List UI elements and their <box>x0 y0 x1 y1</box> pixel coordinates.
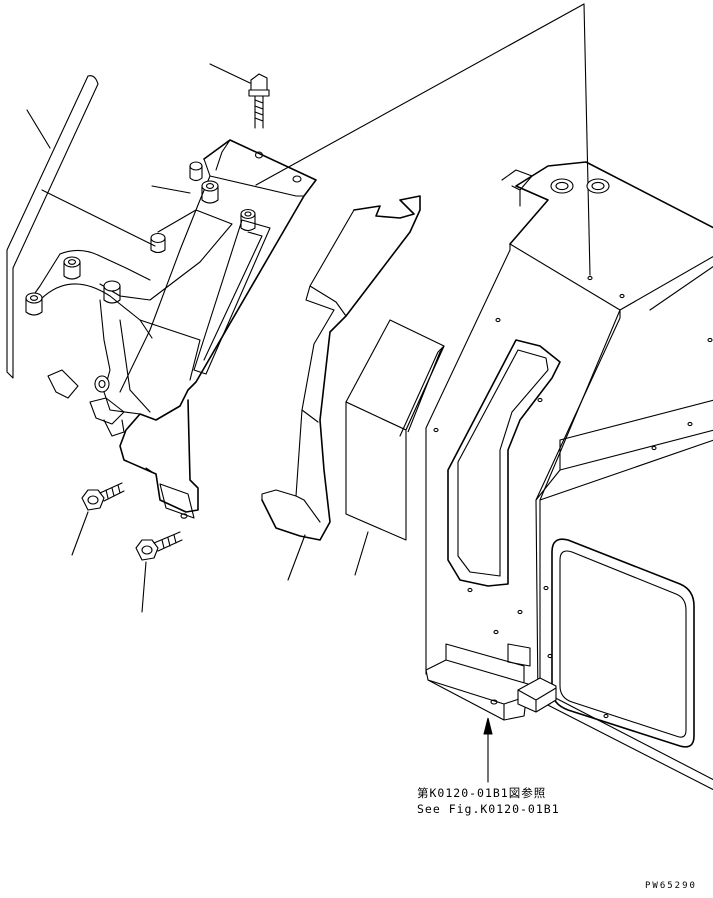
pedal-bracket <box>25 139 317 519</box>
foam-pad <box>345 319 445 541</box>
reference-label-japanese: 第K0120-01B1図参照 <box>417 786 547 800</box>
bolt-top <box>248 73 270 129</box>
cover-plate <box>261 195 421 541</box>
drawing-code: PW65290 <box>645 881 697 891</box>
reference-label-english: See Fig.K0120-01B1 <box>417 802 560 816</box>
rubber-strip <box>6 75 99 379</box>
reference-arrow <box>483 717 493 783</box>
bolt-lower <box>135 531 183 561</box>
cab-housing <box>425 161 713 791</box>
bolt-left <box>81 482 125 511</box>
leader-lines <box>26 3 591 613</box>
